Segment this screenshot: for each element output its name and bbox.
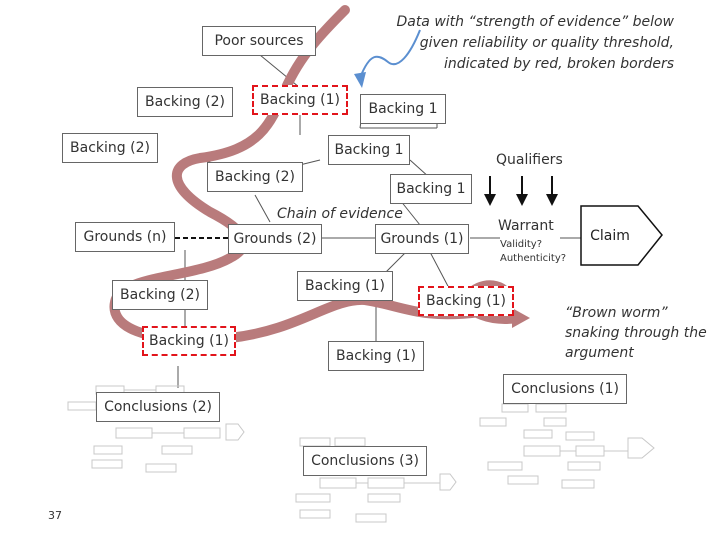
qualifiers-label: Qualifiers (496, 152, 563, 168)
page-number: 37 (48, 509, 62, 522)
conclusions-1-node: Conclusions (1) (503, 374, 627, 404)
qualifier-arrows (484, 176, 558, 206)
threshold-note-line-3: indicated by red, broken borders (443, 56, 674, 72)
backing-2-node-d: Backing (2) (112, 280, 208, 310)
grounds-2-node: Grounds (2) (228, 224, 322, 254)
claim-node: Claim (580, 205, 663, 266)
backing-1-node-b: Backing 1 (328, 135, 410, 165)
backing-1-node-a: Backing 1 (360, 94, 446, 124)
backing-2-node-b: Backing (2) (62, 133, 158, 163)
threshold-note-line-1: Data with “strength of evidence” below (396, 14, 674, 30)
worm-note-line-1: “Brown worm” (565, 305, 668, 321)
thumbnail-diagram-middle (290, 432, 470, 527)
worm-note-line-2: snaking through the (565, 325, 707, 341)
worm-arrowhead (512, 308, 530, 328)
grounds-1-node: Grounds (1) (375, 224, 469, 254)
threshold-note-line-2: given reliability or quality threshold, (419, 35, 674, 51)
backing-1-red-node-mid: Backing (1) (418, 286, 514, 316)
thumbnail-diagram-right (478, 400, 662, 500)
backing-1-red-node-low: Backing (1) (142, 326, 236, 356)
warrant-label: Warrant (498, 218, 554, 234)
grounds-n-node: Grounds (n) (75, 222, 175, 252)
blue-squiggle-arrow (359, 29, 421, 79)
chain-of-evidence-label: Chain of evidence (277, 206, 403, 222)
poor-sources-node: Poor sources (202, 26, 316, 56)
backing-1-node-e: Backing (1) (328, 341, 424, 371)
conclusions-3-node: Conclusions (3) (303, 446, 427, 476)
blue-arrowhead (354, 72, 366, 88)
backing-1-node-d: Backing (1) (297, 271, 393, 301)
authenticity-label: Authenticity? (500, 253, 567, 264)
worm-note-line-3: argument (565, 345, 634, 361)
conclusions-2-node: Conclusions (2) (96, 392, 220, 422)
backing-1-red-node-top: Backing (1) (252, 85, 348, 115)
backing-1-node-c: Backing 1 (390, 174, 472, 204)
claim-label: Claim (590, 228, 630, 244)
validity-label: Validity? (500, 239, 543, 250)
backing-2-node-a: Backing (2) (137, 87, 233, 117)
thumbnail-diagram-left (66, 384, 256, 474)
backing-2-node-c: Backing (2) (207, 162, 303, 192)
